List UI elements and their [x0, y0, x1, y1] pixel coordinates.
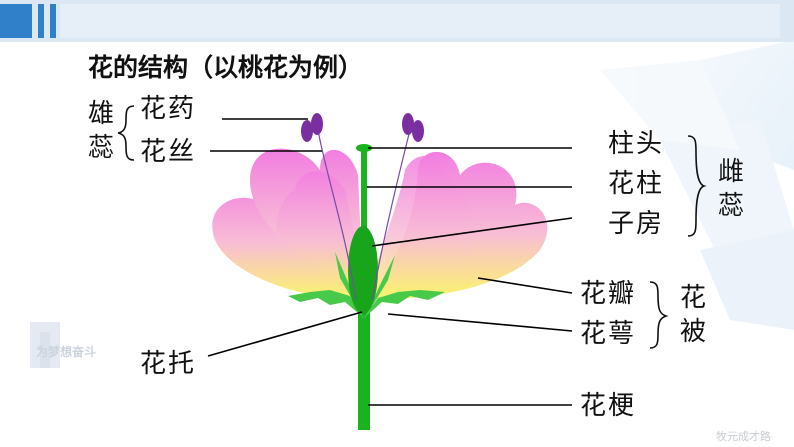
ovary: [348, 226, 378, 314]
pistil-group-label: 雌 蕊: [718, 157, 746, 221]
filaments: [317, 129, 411, 301]
style: [361, 148, 367, 238]
label-pedicel: 花梗: [580, 391, 636, 421]
background-decoration: [600, 40, 794, 330]
label-style: 花柱: [608, 169, 664, 199]
header-accent-block-1: [0, 4, 32, 38]
corner-watermark: 牧元成才路: [716, 429, 771, 443]
brace-stamen: [117, 105, 135, 161]
logo-watermark-text: 为梦想奋斗: [36, 344, 96, 359]
stamen-group-label: 雄 蕊: [88, 99, 116, 163]
leader-receptacle: [207, 311, 363, 357]
header-accent-block-2: [38, 4, 44, 38]
perianth-group-label-char-2: 被: [680, 317, 708, 347]
stamen-group-label-char-2: 蕊: [88, 133, 116, 163]
label-receptacle: 花托: [140, 349, 196, 379]
diagram-title: 花的结构（以桃花为例）: [88, 53, 363, 82]
leader-petal: [477, 277, 573, 294]
header-bar-inner: [60, 4, 780, 38]
brace-perianth: [649, 281, 669, 349]
label-stigma: 柱头: [608, 129, 664, 159]
logo-watermark: 为梦想奋斗: [30, 322, 96, 368]
stamen-group-label-char-1: 雄: [88, 99, 116, 129]
stigma: [356, 144, 372, 152]
label-anther: 花药: [140, 94, 196, 124]
header-accent-block-3: [50, 4, 56, 38]
header-bar: [0, 0, 794, 42]
brace-pistil: [687, 135, 707, 237]
perianth-group-label: 花 被: [680, 283, 708, 347]
pedicel-stem: [358, 300, 370, 430]
anthers: [301, 113, 424, 142]
petals: [212, 148, 548, 300]
leader-ovary: [371, 217, 573, 247]
label-petal: 花瓣: [580, 279, 636, 309]
label-filament: 花丝: [140, 137, 196, 167]
pistil-group-label-char-2: 蕊: [718, 191, 746, 221]
leader-sepal: [387, 313, 573, 332]
label-ovary: 子房: [608, 209, 664, 239]
label-sepal: 花萼: [580, 319, 636, 349]
perianth-group-label-char-1: 花: [680, 283, 708, 313]
pistil-group-label-char-1: 雌: [718, 157, 746, 187]
